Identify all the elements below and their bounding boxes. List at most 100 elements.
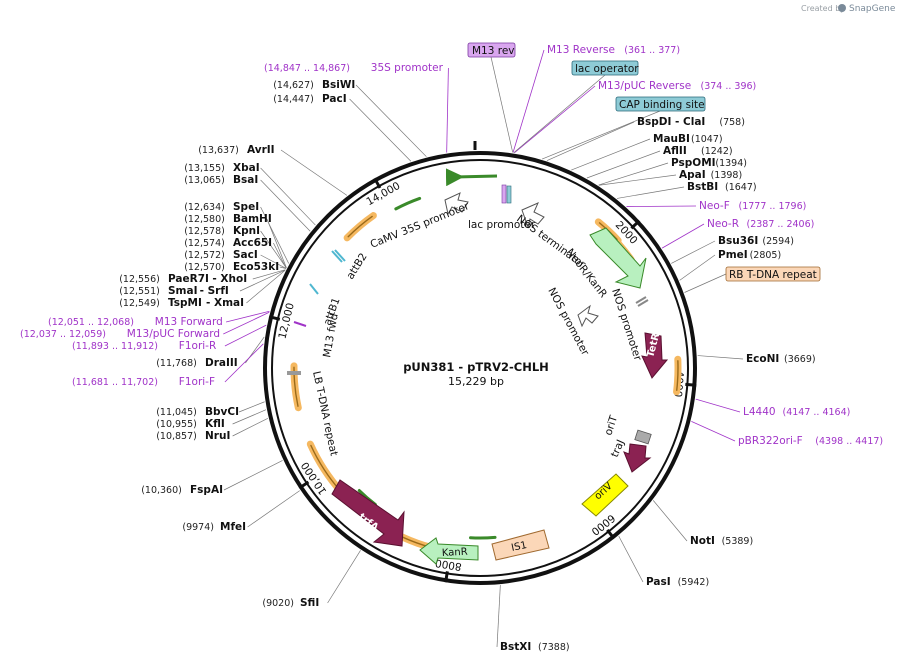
restriction-site-name: NotI (690, 535, 715, 547)
feature-position: (1777 .. 1796) (739, 201, 807, 212)
restriction-site-name: AflII (663, 145, 687, 157)
tag-leader-line (684, 273, 727, 293)
restriction-site-position: (3669) (784, 354, 816, 365)
restriction-site-saci[interactable]: (12,572)SacI (184, 249, 258, 261)
leader-line (546, 121, 635, 161)
restriction-site-bstbi[interactable]: BstBI(1647) (687, 181, 757, 193)
restriction-site-pspomi[interactable]: PspOMI(1394) (671, 157, 747, 169)
feature-label-m13puc[interactable]: M13/pUC Reverse(374 .. 396) (598, 80, 756, 92)
restriction-site-name: MfeI (220, 521, 246, 533)
restriction-site-paer7i[interactable]: (12,556)PaeR7I- XhoI (119, 273, 247, 285)
restriction-site-noti[interactable]: NotI (5389) (690, 535, 753, 547)
restriction-site-acc65i[interactable]: (12,574) Acc65I (184, 237, 272, 249)
restriction-site-pmei[interactable]: PmeI(2805) (718, 249, 781, 261)
restriction-site-smai[interactable]: (12,551)SmaI- SrfI (119, 285, 229, 297)
restriction-site-econi[interactable]: EcoNI (3669) (746, 353, 816, 365)
restriction-site-position: (11,045) (156, 407, 197, 418)
orit-label: oriT (602, 414, 620, 437)
restriction-site-name: Bsu36I (718, 235, 758, 247)
restriction-site-extra: - ClaI (675, 116, 705, 128)
restriction-site-name: PacI (322, 93, 347, 105)
feature-label-f1orif[interactable]: (11,681 .. 11,702)F1ori-F (72, 376, 215, 388)
leader-line (327, 550, 361, 604)
rb-tdna-mark-2 (637, 299, 649, 307)
lac-promoter-label: lac promoter (468, 219, 536, 231)
restriction-site-position: (5389) (722, 536, 754, 547)
restriction-site-name: EcoNI (746, 353, 779, 365)
restriction-site-bspdi[interactable]: BspDI- ClaI(758) (637, 116, 745, 128)
feature-label-neof[interactable]: Neo-F(1777 .. 1796) (699, 200, 806, 212)
leader-line (238, 401, 265, 413)
m13rev-bar (501, 184, 507, 204)
restriction-site-name: BspDI (637, 116, 671, 128)
restriction-site-position: (12,551) (119, 286, 160, 297)
restriction-site-position: (7388) (538, 642, 570, 653)
trfa-arrow (331, 479, 405, 547)
leader-line (260, 206, 290, 264)
restriction-site-sfii[interactable]: (9020)SfiI (262, 597, 319, 609)
leader-line (586, 150, 661, 179)
feature-leader-line (223, 311, 270, 335)
leader-line (598, 162, 669, 186)
restriction-site-position: (10,955) (156, 419, 197, 430)
restriction-site-eco53ki[interactable]: (12,570)Eco53kI (184, 261, 279, 273)
inner-features: TetR oriV IS1 KanR trfA (287, 168, 669, 565)
m13rev-tag: M13 rev (472, 45, 515, 57)
scale-tick-label: 12,000 (276, 302, 296, 341)
scale-tick-label: 6000 (589, 511, 617, 537)
restriction-site-name: BsaI (233, 174, 258, 186)
leader-line (618, 535, 644, 583)
feature-name: F1ori-R (179, 340, 216, 352)
restriction-site-pasi[interactable]: PasI(5942) (646, 576, 709, 588)
restriction-site-position: (12,634) (184, 202, 225, 213)
restriction-site-kflii[interactable]: (10,955)KflI (156, 418, 225, 430)
restriction-site-bsu36i[interactable]: Bsu36I(2594) (718, 235, 794, 247)
restriction-site-bsai[interactable]: (13,065)BsaI (184, 174, 258, 186)
leader-line (247, 490, 300, 528)
restriction-site-draiii[interactable]: (11,768)DraIII (156, 357, 238, 369)
feature-position: (11,681 .. 11,702) (72, 377, 158, 388)
restriction-site-apai[interactable]: ApaI(1398) (679, 169, 742, 181)
feature-name: M13 Forward (155, 316, 223, 328)
tag-leader-line (541, 110, 661, 160)
restriction-site-aflii[interactable]: AflII(1242) (663, 145, 733, 157)
restriction-site-extra: - XmaI (206, 297, 244, 309)
restriction-site-position: (14,627) (273, 80, 314, 91)
restriction-site-spei[interactable]: (12,634)SpeI (184, 201, 259, 213)
leader-line (273, 242, 287, 269)
restriction-site-nrui[interactable]: (10,857)NruI (156, 430, 230, 442)
feature-label-f1orir[interactable]: (11,893 .. 11,912)F1ori-R (72, 340, 216, 352)
restriction-site-paci[interactable]: (14,447)PacI (273, 93, 346, 105)
restriction-site-position: (12,574) (184, 238, 225, 249)
feature-label-neor[interactable]: Neo-R(2387 .. 2406) (707, 218, 814, 230)
feature-label-m13fwd[interactable]: (12,051 .. 12,068)M13 Forward (48, 316, 223, 328)
restriction-site-kpni[interactable]: (12,578)KpnI (184, 225, 260, 237)
restriction-site-bbvci[interactable]: (11,045)BbvCI (156, 406, 239, 418)
restriction-site-bstxi[interactable]: BstXI (7388) (500, 641, 570, 653)
restriction-site-position: (13,637) (198, 145, 239, 156)
backbone-outer-ring (263, 151, 697, 585)
backbone-inner-ring (271, 159, 689, 577)
leader-line (616, 186, 685, 199)
feature-label-m13rev2[interactable]: M13 Reverse(361 .. 377) (547, 44, 680, 56)
restriction-site-mfei[interactable]: (9974) MfeI (182, 521, 246, 533)
restriction-site-avrii[interactable]: (13,637)AvrII (198, 144, 274, 156)
restriction-site-name: Acc65I (233, 237, 272, 249)
restriction-site-name: BstBI (687, 181, 718, 193)
restriction-site-xbai[interactable]: (13,155)XbaI (184, 162, 259, 174)
feature-label-l4440[interactable]: L4440(4147 .. 4164) (743, 406, 850, 418)
restriction-site-name: BstXI (500, 641, 531, 653)
restriction-site-tspmi[interactable]: (12,549)TspMI- XmaI (119, 297, 244, 309)
leader-line (232, 418, 269, 437)
neor-kanr-label: NeoR/KanR (564, 246, 610, 300)
feature-label-35s[interactable]: (14,847 .. 14,867)35S promoter (264, 62, 444, 74)
restriction-site-position: (9974) (182, 522, 214, 533)
feature-label-m13pucf[interactable]: (12,037 .. 12,059)M13/pUC Forward (20, 328, 220, 340)
restriction-site-maubi[interactable]: MauBI(1047) (653, 133, 723, 145)
restriction-site-bsiwi[interactable]: (14,627)BsiWI (273, 79, 355, 91)
attb2-mark (331, 250, 343, 263)
restriction-site-fspai[interactable]: (10,360)FspAI (141, 484, 223, 496)
restriction-site-bamhi[interactable]: (12,580)BamHI (184, 213, 272, 225)
feature-label-pbr[interactable]: pBR322ori-F(4398 .. 4417) (738, 435, 883, 447)
